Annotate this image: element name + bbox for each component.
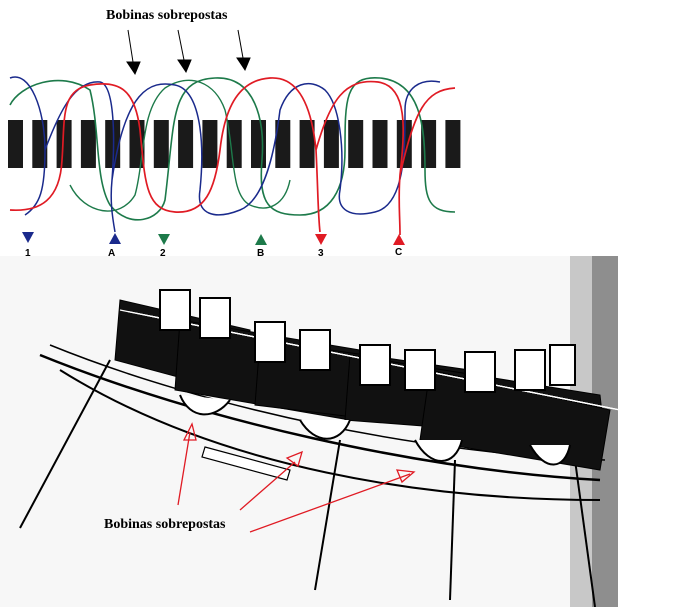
green-phase-winding xyxy=(9,77,456,221)
blue-phase-winding xyxy=(9,76,441,233)
terminal-label-a: A xyxy=(108,248,116,259)
stator-slot xyxy=(178,120,194,168)
terminal-b-arrow xyxy=(255,234,267,245)
terminal-c-arrow xyxy=(393,234,405,245)
terminal-a-arrow xyxy=(109,233,121,244)
top-callout-arrows xyxy=(126,29,251,76)
bottom-callout-arrows xyxy=(177,422,416,533)
terminal-1-arrow xyxy=(22,232,34,243)
terminal-label-2: 2 xyxy=(160,248,166,259)
stator-slots xyxy=(8,120,461,168)
stator-slot xyxy=(323,120,339,168)
stator-slot xyxy=(8,120,23,168)
terminal-label-1: 1 xyxy=(25,248,31,259)
stator-slot xyxy=(153,120,169,168)
stator-slot xyxy=(348,120,364,168)
red-phase-winding xyxy=(9,77,456,236)
terminal-3-arrow xyxy=(315,234,327,245)
terminal-2-arrow xyxy=(158,234,170,245)
stator-slot xyxy=(275,120,291,168)
stator-slot xyxy=(202,120,218,168)
top-callout-label: Bobinas sobrepostas xyxy=(106,8,228,23)
terminal-label-c: C xyxy=(395,247,403,258)
stator-slot xyxy=(226,120,242,168)
green-phase-winding-2 xyxy=(69,79,291,212)
stator-slot xyxy=(445,120,461,168)
stator-slot xyxy=(372,120,388,168)
bottom-callout-label: Bobinas sobrepostas xyxy=(104,517,226,532)
terminal-label-3: 3 xyxy=(318,248,324,259)
stator-slot xyxy=(251,120,266,168)
stator-slot xyxy=(299,120,315,168)
stator-slot xyxy=(80,120,96,168)
terminal-label-b: B xyxy=(257,248,265,259)
stator-coil-illustration xyxy=(0,256,633,607)
stator-slot xyxy=(56,120,72,168)
